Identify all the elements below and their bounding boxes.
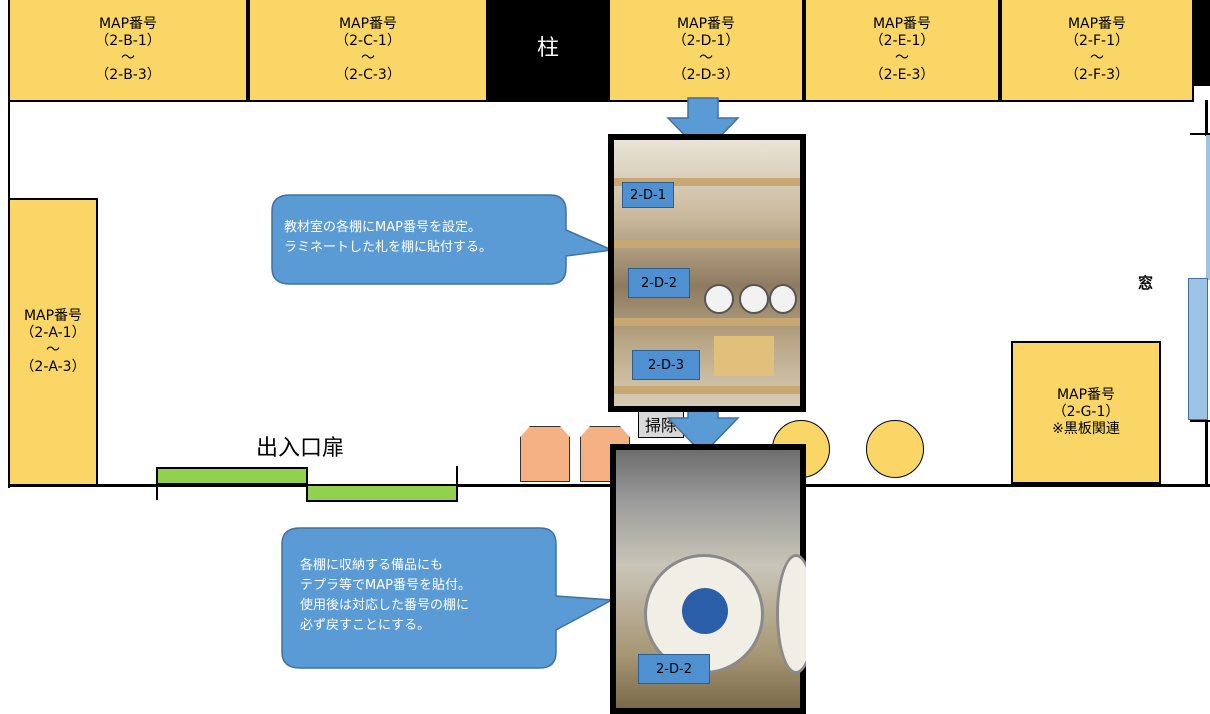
shelf-2-f: MAP番号 （2-F-1） ～ （2-F-3） bbox=[1000, 0, 1194, 102]
shelf-title: MAP番号 bbox=[1056, 387, 1116, 403]
callout-line: ラミネートした札を棚に貼付する。 bbox=[284, 240, 493, 255]
shelf-board bbox=[614, 178, 800, 186]
callout-line: 各棚に収納する備品にも bbox=[300, 558, 444, 573]
callout-line: 必ず戻すことにする。 bbox=[300, 618, 431, 633]
shelf-range-tilde: ～ bbox=[361, 50, 375, 66]
shelf-range-to: （2-D-3） bbox=[672, 67, 740, 83]
label-tag-2-d-2: 2-D-2 bbox=[628, 268, 690, 298]
callout-bubble-top bbox=[271, 194, 615, 285]
shelf-range-from: （2-G-1） bbox=[1052, 404, 1120, 420]
shelf-range-to: （2-E-3） bbox=[869, 67, 935, 83]
shelf-range-to: （2-F-3） bbox=[1065, 67, 1129, 83]
window-frame-bottom bbox=[1190, 420, 1210, 422]
shelf-title: MAP番号 bbox=[676, 16, 736, 32]
shelf-note: ※黒板関連 bbox=[1052, 421, 1120, 437]
shelf-range-from: （2-B-1） bbox=[95, 33, 161, 49]
scale-icon bbox=[739, 284, 769, 314]
label-tag-2-d-3: 2-D-3 bbox=[632, 350, 700, 380]
round-table bbox=[866, 420, 924, 478]
shelf-title: MAP番号 bbox=[1067, 16, 1127, 32]
callout-line: 教材室の各棚にMAP番号を設定。 bbox=[284, 220, 481, 235]
shelf-range-tilde: ～ bbox=[1090, 50, 1104, 66]
item-photo: 2-D-2 bbox=[610, 444, 806, 714]
room-right-wall-upper bbox=[1205, 100, 1208, 136]
door-panel-right bbox=[306, 484, 458, 502]
box-icon bbox=[714, 336, 774, 376]
callout-line: テプラ等でMAP番号を貼付。 bbox=[300, 578, 471, 593]
shelf-range-to: （2-C-3） bbox=[335, 67, 401, 83]
shelf-range-to: （2-A-3） bbox=[20, 359, 86, 375]
shelf-board bbox=[614, 386, 800, 394]
callout-bubble-bottom bbox=[281, 527, 615, 669]
shelf-range-tilde: ～ bbox=[895, 50, 909, 66]
scale-dial-icon bbox=[776, 554, 806, 674]
cleaning-label: 掃除 bbox=[644, 416, 677, 435]
shelf-2-g: MAP番号 （2-G-1） ※黒板関連 bbox=[1011, 341, 1161, 484]
callout-bottom-text: 各棚に収納する備品にも テプラ等でMAP番号を貼付。 使用後は対応した番号の棚に… bbox=[300, 556, 560, 636]
top-right-corner bbox=[1194, 0, 1210, 86]
shelf-2-b: MAP番号 （2-B-1） ～ （2-B-3） bbox=[8, 0, 248, 102]
shelf-title: MAP番号 bbox=[23, 308, 83, 324]
pillar-label: 柱 bbox=[536, 36, 559, 61]
scale-icon bbox=[769, 284, 797, 314]
shelf-range-tilde: ～ bbox=[121, 50, 135, 66]
shelf-range-to: （2-B-3） bbox=[95, 67, 161, 83]
shelf-range-tilde: ～ bbox=[699, 50, 713, 66]
window-frame-top bbox=[1190, 133, 1210, 135]
shelf-title: MAP番号 bbox=[872, 16, 932, 32]
door-jamb-right bbox=[456, 466, 458, 486]
shelf-range-from: （2-C-1） bbox=[335, 33, 401, 49]
window-pane-lower bbox=[1188, 278, 1208, 420]
shelf-title: MAP番号 bbox=[338, 16, 398, 32]
window-label: 窓 bbox=[1138, 274, 1154, 292]
shelf-range-tilde: ～ bbox=[46, 342, 60, 358]
shelf-2-a: MAP番号 （2-A-1） ～ （2-A-3） bbox=[8, 198, 98, 486]
room-bottom-wall bbox=[8, 484, 1210, 487]
door-panel-left bbox=[156, 467, 308, 485]
room-right-wall-lower bbox=[1205, 420, 1208, 486]
callout-line: 使用後は対応した番号の棚に bbox=[300, 598, 470, 613]
label-tag-2-d-1: 2-D-1 bbox=[622, 182, 674, 208]
shelf-title: MAP番号 bbox=[98, 16, 158, 32]
window-pane-upper bbox=[1206, 135, 1210, 280]
shelf-photo: 2-D-1 2-D-2 2-D-3 bbox=[608, 134, 806, 412]
shelf-2-d: MAP番号 （2-D-1） ～ （2-D-3） bbox=[608, 0, 804, 102]
pillar: 柱 bbox=[488, 0, 608, 102]
shelf-board bbox=[614, 240, 800, 248]
scale-icon bbox=[704, 284, 734, 314]
scale-center-icon bbox=[682, 588, 728, 634]
entrance-label: 出入口扉 bbox=[256, 436, 345, 461]
shelf-2-e: MAP番号 （2-E-1） ～ （2-E-3） bbox=[804, 0, 1000, 102]
door-jamb-left bbox=[156, 484, 158, 500]
callout-top-text: 教材室の各棚にMAP番号を設定。 ラミネートした札を棚に貼付する。 bbox=[284, 218, 564, 258]
shelf-range-from: （2-A-1） bbox=[20, 325, 86, 341]
shelf-board bbox=[614, 318, 800, 326]
shelf-range-from: （2-F-1） bbox=[1065, 33, 1129, 49]
chair bbox=[520, 426, 570, 482]
shelf-range-from: （2-E-1） bbox=[869, 33, 935, 49]
shelf-range-from: （2-D-1） bbox=[672, 33, 740, 49]
label-tag-item: 2-D-2 bbox=[638, 654, 710, 684]
shelf-2-c: MAP番号 （2-C-1） ～ （2-C-3） bbox=[248, 0, 488, 102]
